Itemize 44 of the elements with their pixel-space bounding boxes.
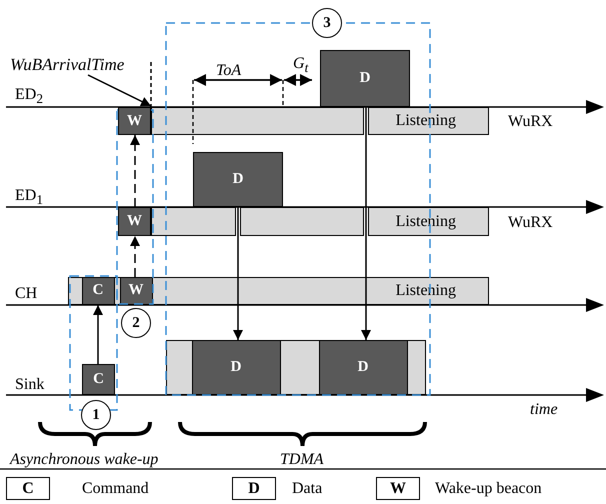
frame-box: D <box>193 152 283 207</box>
listening-bar: Listening <box>368 107 489 135</box>
lane-label: CH <box>15 286 38 302</box>
legend-key: C <box>6 477 50 500</box>
legend-key: W <box>376 477 420 500</box>
timeline-bar <box>151 107 364 135</box>
legend-text: Wake-up beacon <box>435 481 542 497</box>
arrow <box>93 305 103 364</box>
timeline-bar <box>166 340 426 395</box>
legend-key: D <box>232 477 276 500</box>
timeline-bar <box>240 207 364 236</box>
dimension-label: ToA <box>216 63 242 79</box>
lane-label: ED$_{1}$ <box>15 188 43 207</box>
dimension-label: G$_{t}$ <box>293 56 308 75</box>
frame-box: C <box>82 276 114 304</box>
frame-box: W <box>120 276 152 304</box>
frame-box: W <box>118 107 151 135</box>
phase-label: Asynchronous wake-up <box>10 452 158 468</box>
frame-box: W <box>118 207 151 236</box>
arrow <box>233 207 243 340</box>
step-number: 2 <box>121 308 151 338</box>
lane-label: ED$_{2}$ <box>15 87 43 106</box>
frame-box: D <box>318 340 408 394</box>
frame-box: D <box>192 340 280 394</box>
listening-bar: Listening <box>368 207 489 236</box>
leader-line <box>88 74 152 107</box>
axis-label: time <box>530 402 558 418</box>
timeline-bar <box>151 207 236 236</box>
annotation-text: WuBArrivalTime <box>10 56 142 74</box>
step-number: 3 <box>312 8 342 38</box>
arrow <box>361 107 371 340</box>
phase-label: TDMA <box>280 452 324 468</box>
listening-bar <box>68 277 489 305</box>
interface-label: WuRX <box>508 215 553 231</box>
step-number: 1 <box>81 400 111 430</box>
legend-text: Data <box>292 481 322 497</box>
lane-label: Sink <box>15 377 44 393</box>
legend-text: Command <box>82 481 149 497</box>
frame-box: C <box>82 364 115 395</box>
interface-label: WuRX <box>508 114 553 130</box>
arrow <box>130 236 140 277</box>
arrow <box>130 135 140 207</box>
bar-label: Listening <box>396 282 456 300</box>
frame-box: D <box>320 50 410 107</box>
